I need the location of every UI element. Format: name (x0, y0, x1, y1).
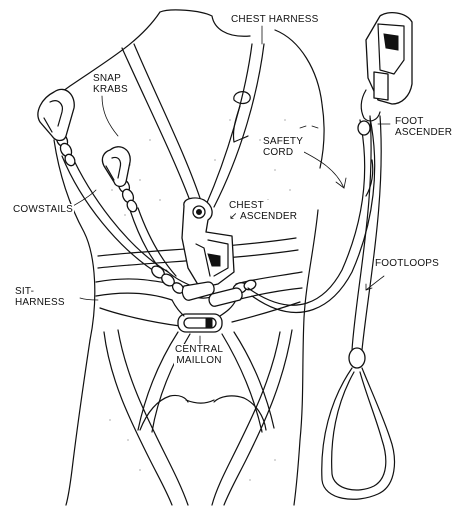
label-snap-krabs: SNAP KRABS (92, 73, 129, 95)
label-cowstails: COWSTAILS (12, 204, 74, 215)
label-foot-ascender: FOOT ASCENDER (394, 116, 454, 138)
chest-harness-straps (121, 43, 265, 208)
label-sit-harness: SIT- HARNESS (14, 286, 66, 308)
label-footloops: FOOTLOOPS (374, 258, 441, 269)
footloop-cord (247, 115, 396, 500)
body-shading (109, 119, 291, 481)
leg-loops (103, 329, 293, 506)
foot-ascender-device (357, 11, 413, 136)
torso-outline (47, 9, 325, 506)
central-maillon (171, 299, 237, 333)
snap-krabs (37, 88, 243, 307)
label-safety-cord: SAFETY CORD (262, 136, 305, 158)
label-central-maillon: CENTRAL MAILLON (174, 344, 225, 366)
label-chest-harness: CHEST HARNESS (230, 14, 320, 25)
label-chest-ascender: CHEST ↙ ASCENDER (228, 200, 299, 222)
chest-ascender-device (181, 197, 235, 299)
